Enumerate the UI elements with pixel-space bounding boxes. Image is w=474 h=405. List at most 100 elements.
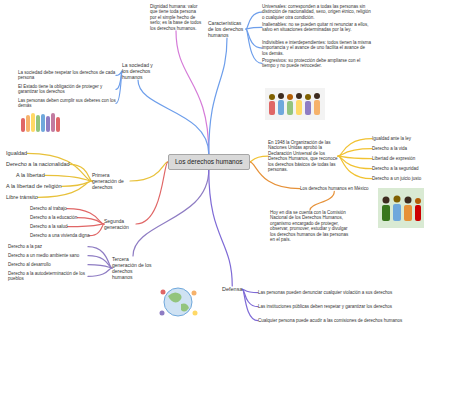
node-text: Igualdad <box>6 150 27 157</box>
branch-line <box>88 247 112 268</box>
topic-node: A la libertad <box>16 172 45 179</box>
topic-node: Derecho a una vivienda digna <box>30 233 90 238</box>
node-text: Derecho a una vivienda digna <box>30 233 90 238</box>
topic-node: Hoy en día se cuenta con la Comisión Nac… <box>270 210 350 242</box>
branch-line <box>116 71 122 103</box>
topic-node: Características de los derechos humanos <box>208 20 246 38</box>
topic-node: Cualquier persona puede acudir a las com… <box>258 318 408 323</box>
branch-line <box>88 265 112 268</box>
globe-illustration <box>160 288 198 316</box>
node-text: Los derechos humanos en México <box>300 186 369 191</box>
branch-line <box>338 156 372 159</box>
branch-line <box>246 12 262 29</box>
node-text: Segunda generación <box>104 218 136 230</box>
topic-node: Primera generación de derechos <box>92 172 130 190</box>
branch-line <box>45 175 92 181</box>
topic-node: Segunda generación <box>104 218 136 230</box>
node-text: Libre tránsito <box>6 194 38 201</box>
people-illustration <box>265 88 325 120</box>
topic-node: Tercera generación de los derechos human… <box>112 256 154 280</box>
topic-node: A la libertad de religión <box>6 183 62 190</box>
branch-line <box>246 29 262 63</box>
node-text: A la libertad <box>16 172 45 179</box>
node-text: Defensa <box>222 286 243 293</box>
hands-illustration <box>18 112 64 138</box>
topic-node: Derecho al trabajo <box>30 206 67 211</box>
topic-node: Las personas deben cumplir sus deberes c… <box>18 98 116 109</box>
node-text: Derecho a un juicio justo <box>372 176 421 181</box>
node-text: Derecho al trabajo <box>30 206 67 211</box>
topic-node: Defensa <box>222 286 243 293</box>
node-text: A la libertad de religión <box>6 183 62 190</box>
branch-line <box>246 27 262 29</box>
topic-node: Inalienables: no se pueden quitar ni ren… <box>262 22 372 33</box>
node-text: Derecho a la vida <box>372 146 407 151</box>
topic-node: Indivisibles e interdependientes: todos … <box>262 40 372 56</box>
topic-node: La sociedad y los derechos humanos <box>122 62 154 80</box>
topic-node: Derecho a la salud <box>30 224 68 229</box>
branch-line <box>243 289 259 320</box>
branch-line <box>209 38 227 154</box>
topic-node: Derecho a la autodeterminación de los pu… <box>8 271 88 282</box>
topic-node: Derecho a un juicio justo <box>372 176 421 181</box>
node-text: Indivisibles e interdependientes: todos … <box>262 40 372 56</box>
topic-node: Libertad de expresión <box>372 156 415 161</box>
branch-line <box>77 218 104 224</box>
node-text: La sociedad debe respetar los derechos d… <box>18 70 116 81</box>
topic-node: Libre tránsito <box>6 194 38 201</box>
node-text: Las instituciones públicas deben respeta… <box>258 304 408 309</box>
branch-line <box>133 170 209 256</box>
topic-node: Derecho a la seguridad <box>372 166 419 171</box>
node-text: Universales: corresponden a todas las pe… <box>262 4 372 20</box>
topic-node: Progresivos: su protección debe ampliars… <box>262 58 372 69</box>
node-text: Derecho a la autodeterminación de los pu… <box>8 271 88 282</box>
branch-line <box>88 268 112 276</box>
topic-node: Las personas pueden denunciar cualquier … <box>258 290 408 295</box>
branch-line <box>136 162 168 224</box>
node-text: Derecho a la seguridad <box>372 166 419 171</box>
node-text: Las personas pueden denunciar cualquier … <box>258 290 408 295</box>
topic-node: Igualdad ante la ley <box>372 136 411 141</box>
node-text: Primera generación de derechos <box>92 172 130 190</box>
node-text: Libertad de expresión <box>372 156 415 161</box>
branch-line <box>68 224 104 227</box>
branch-line <box>338 156 372 179</box>
node-text: Hoy en día se cuenta con la Comisión Nac… <box>270 210 350 242</box>
branch-line <box>243 289 259 292</box>
node-text: Cualquier persona puede acudir a las com… <box>258 318 408 323</box>
node-text: En 1948 la Organización de las Naciones … <box>268 140 338 172</box>
node-text: La sociedad y los derechos humanos <box>122 62 154 80</box>
topic-node: En 1948 la Organización de las Naciones … <box>268 140 338 172</box>
branch-line <box>88 256 112 268</box>
topic-node: Los derechos humanos en México <box>300 186 369 191</box>
topic-node: La sociedad debe respetar los derechos d… <box>18 70 116 81</box>
node-text: Derecho a la educación <box>30 215 77 220</box>
node-text: Los derechos humanos <box>175 158 243 166</box>
node-text: Derecho a un medio ambiente sano <box>8 253 88 258</box>
node-text: El Estado tiene la obligación de protege… <box>18 84 116 95</box>
topic-node: El Estado tiene la obligación de protege… <box>18 84 116 95</box>
branch-line <box>338 149 372 156</box>
branch-line <box>209 170 232 286</box>
node-text: Derecho a la nacionalidad <box>6 161 70 168</box>
node-text: Tercera generación de los derechos human… <box>112 256 154 280</box>
node-text: Derecho al desarrollo <box>8 262 88 267</box>
central-topic: Los derechos humanos <box>168 154 250 170</box>
branch-line <box>310 191 334 210</box>
topic-node: Derecho a un medio ambiente sano <box>8 253 88 258</box>
topic-node: Derecho a la paz <box>8 244 88 249</box>
node-text: Dignidad humana: valor que tiene toda pe… <box>150 4 202 31</box>
branch-line <box>338 139 372 156</box>
topic-node: Derecho al desarrollo <box>8 262 88 267</box>
node-text: Igualdad ante la ley <box>372 136 411 141</box>
topic-node: Derecho a la educación <box>30 215 77 220</box>
node-text: Características de los derechos humanos <box>208 20 246 38</box>
node-text: Las personas deben cumplir sus deberes c… <box>18 98 116 109</box>
topic-node: Derecho a la vida <box>372 146 407 151</box>
node-text: Derecho a la paz <box>8 244 88 249</box>
branch-line <box>250 156 268 162</box>
node-text: Derecho a la salud <box>30 224 68 229</box>
branch-line <box>138 80 209 154</box>
topic-node: Las instituciones públicas deben respeta… <box>258 304 408 309</box>
